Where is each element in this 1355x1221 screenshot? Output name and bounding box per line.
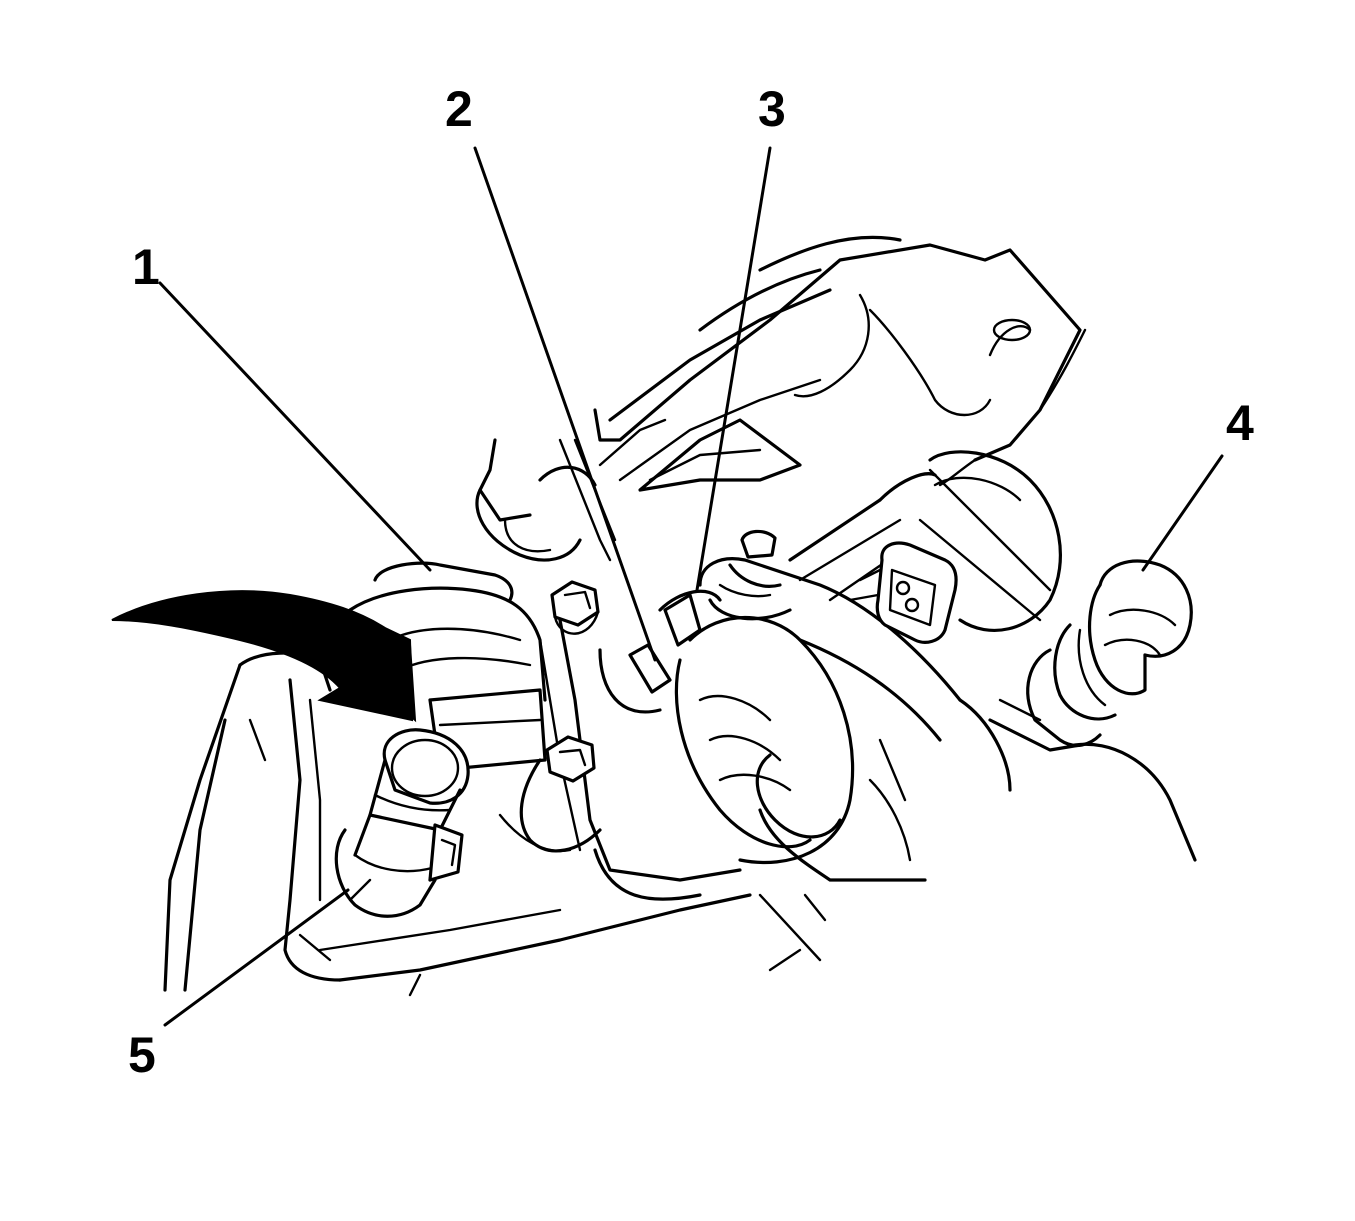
leader-line-2 xyxy=(473,146,657,662)
center-bolt xyxy=(740,529,777,559)
component-5-fitting xyxy=(334,728,470,918)
lower-housing xyxy=(163,618,802,997)
callout-3: 3 xyxy=(758,81,786,137)
left-clip xyxy=(475,438,617,562)
bracket-hole-icon xyxy=(992,318,1032,342)
connector-body xyxy=(598,589,855,865)
pin-2 xyxy=(628,643,672,694)
leader-lines xyxy=(158,146,1224,1027)
callout-labels: 1 2 3 4 5 xyxy=(128,81,1254,1083)
component-4-fitting xyxy=(998,559,1193,748)
leader-line-5 xyxy=(163,888,350,1027)
callout-2: 2 xyxy=(445,81,473,137)
leader-line-4 xyxy=(1141,454,1224,572)
callout-1: 1 xyxy=(132,239,160,295)
rotation-arrow-icon xyxy=(111,590,417,723)
callout-5: 5 xyxy=(128,1027,156,1083)
electrical-connector xyxy=(848,541,958,644)
callout-4: 4 xyxy=(1226,395,1254,451)
leader-line-3 xyxy=(695,146,772,592)
lower-bolt xyxy=(498,735,602,853)
leader-line-1 xyxy=(158,281,432,572)
technician-hand xyxy=(698,557,1197,962)
upper-bolt xyxy=(550,580,600,635)
mounting-bracket xyxy=(593,235,1087,492)
